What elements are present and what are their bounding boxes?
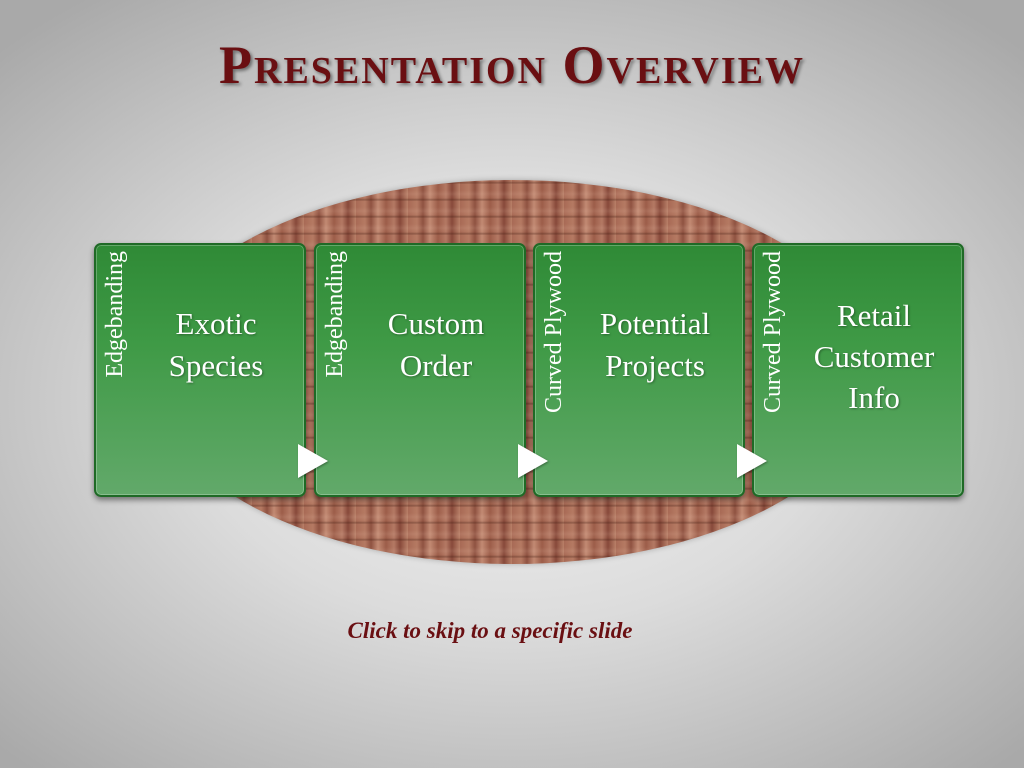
step-label: Exotic Species [168, 306, 264, 383]
step-category: Edgebanding [100, 251, 130, 491]
step-label: Retail Customer Info [813, 298, 935, 415]
step-retail-customer-info[interactable]: Curved Plywood Retail Customer Info [752, 243, 964, 497]
arrow-right-icon [737, 444, 767, 478]
step-label: Custom Order [387, 306, 485, 383]
step-exotic-species[interactable]: Edgebanding Exotic Species [94, 243, 306, 497]
step-category-label: Edgebanding [102, 251, 128, 378]
arrow-right-icon [518, 444, 548, 478]
step-custom-order[interactable]: Edgebanding Custom Order [314, 243, 526, 497]
instruction-caption: Click to skip to a specific slide [347, 618, 633, 643]
step-label: Potential Projects [599, 306, 711, 383]
step-potential-projects[interactable]: Curved Plywood Potential Projects [533, 243, 745, 497]
slide-title: Presentation Overview [219, 35, 805, 95]
arrow-right-icon [298, 444, 328, 478]
